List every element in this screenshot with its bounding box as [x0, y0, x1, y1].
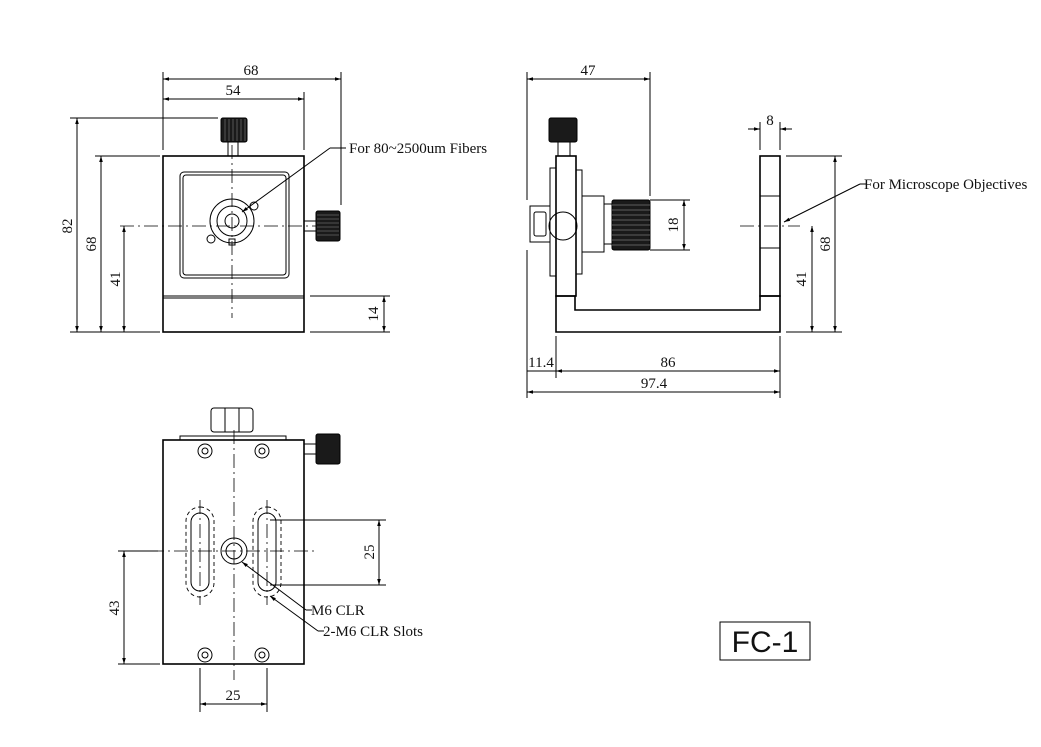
dim-slot-spacing-v: 25: [362, 545, 378, 560]
fiber-callout: For 80~2500um Fibers: [349, 141, 487, 157]
side-top-knob: [548, 117, 578, 143]
bottom-view: 25 43 25 M6 CLR 2-M6 CLR Slots: [107, 407, 423, 712]
dim-micrometer: 18: [666, 218, 682, 233]
dim-holder-width: 47: [581, 63, 597, 79]
side-knob: [315, 210, 341, 242]
dim-center-height: 41: [108, 272, 124, 287]
dim-arm-thickness: 8: [766, 113, 774, 129]
model-label-box: FC-1: [719, 621, 811, 661]
dim-overall-height: 82: [60, 219, 76, 234]
slots-callout: 2-M6 CLR Slots: [323, 624, 423, 640]
dim-overall-length: 97.4: [641, 376, 668, 392]
dim-body-height: 68: [84, 237, 100, 252]
objective-callout: For Microscope Objectives: [864, 177, 1027, 193]
u-bracket: [555, 295, 781, 333]
front-window: [179, 171, 290, 279]
model-label: FC-1: [732, 626, 799, 659]
dim-offset: 11.4: [528, 355, 554, 371]
dim-hole-height: 43: [107, 601, 123, 616]
top-knob: [220, 117, 248, 143]
dim-side-height: 68: [818, 237, 834, 252]
corner-screws: [197, 443, 270, 663]
front-view: 68 54 82 68 41 14 For 80~2500um Fibers: [60, 63, 487, 333]
dim-side-center: 41: [794, 272, 810, 287]
bottom-side-knob: [315, 433, 341, 465]
bottom-top-knob: [210, 407, 254, 433]
bottom-body-outline: [162, 439, 305, 665]
dim-overall-width: 68: [244, 63, 259, 79]
dim-body-width: 54: [226, 83, 242, 99]
screw-icon: [206, 234, 216, 244]
m6-callout: M6 CLR: [311, 603, 365, 619]
side-view: 47 8 18 68 41 11.4 86 97.4 For Microscop…: [526, 63, 1027, 398]
dim-inner-span: 86: [661, 355, 677, 371]
holder-plate: [555, 155, 577, 297]
dim-base-height: 14: [366, 306, 382, 322]
dim-slot-spacing-h: 25: [226, 688, 241, 704]
